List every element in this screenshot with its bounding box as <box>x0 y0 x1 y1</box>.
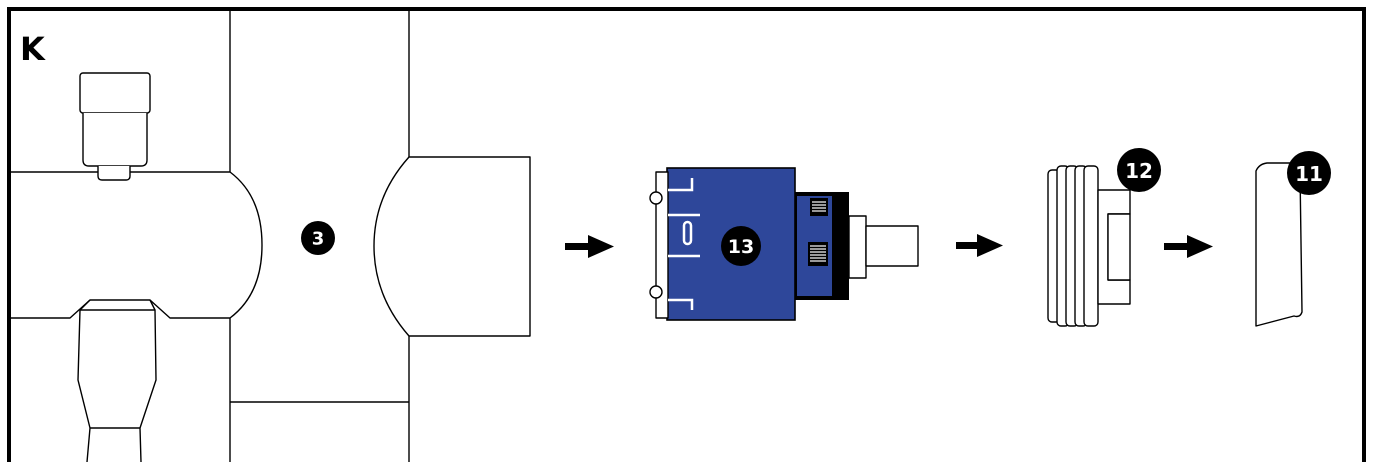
arrow-right-icon <box>565 235 614 258</box>
cartridge <box>649 167 919 321</box>
valve-body <box>9 9 531 462</box>
callout-cap: 11 <box>1287 151 1331 195</box>
svg-text:12: 12 <box>1125 159 1153 183</box>
svg-text:13: 13 <box>728 236 754 258</box>
callout-retaining-nut: 12 <box>1117 148 1161 192</box>
callout-cartridge: 13 <box>721 226 761 266</box>
svg-text:11: 11 <box>1295 162 1323 186</box>
arrow-right-icon <box>1164 235 1213 258</box>
callout-valve-body: 3 <box>301 221 335 255</box>
svg-text:3: 3 <box>312 229 325 250</box>
panel-letter: K <box>20 30 46 68</box>
panel-frame <box>7 7 1366 462</box>
retaining-nut <box>1047 165 1131 327</box>
arrow-right-icon <box>956 234 1003 257</box>
